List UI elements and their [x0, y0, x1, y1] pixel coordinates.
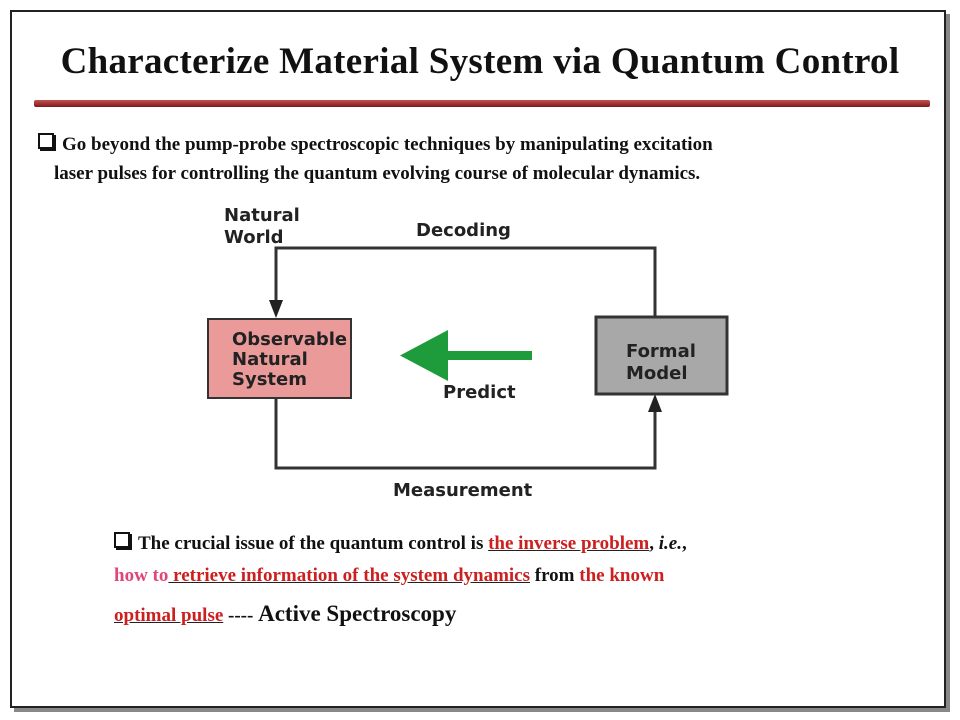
bullet2-comma2: ,: [681, 533, 687, 554]
predict-arrow-icon: [400, 330, 448, 381]
predict-arrow-shaft: [438, 351, 532, 360]
bullet-intro-line2: laser pulses for controlling the quantum…: [54, 163, 701, 184]
bullet-inverse-problem: The crucial issue of the quantum control…: [114, 528, 894, 632]
title-underline-bar: [34, 100, 930, 107]
optimal-pulse-highlight: optimal pulse: [114, 605, 224, 626]
bullet2-ie: i.e.: [658, 533, 682, 554]
predict-label: Predict: [443, 382, 516, 403]
observable-line2: Natural: [232, 349, 308, 370]
observable-line3: System: [232, 369, 307, 390]
bullet2-dashes: ----: [223, 605, 259, 626]
formal-model-box: [594, 315, 729, 396]
bullet2-text: The crucial issue of the quantum control…: [138, 533, 489, 554]
bullet2-from: from: [530, 565, 580, 586]
slide-title: Characterize Material System via Quantum…: [60, 41, 900, 82]
measurement-arrowhead-icon: [648, 394, 662, 412]
checkbox-bullet-icon: [114, 532, 130, 548]
measurement-label: Measurement: [393, 480, 533, 501]
inverse-problem-highlight: the inverse problem: [488, 533, 650, 554]
bullet2-comma: ,: [649, 533, 659, 554]
known-highlight: the known: [579, 565, 665, 586]
formal-line1: Formal: [626, 341, 696, 362]
retrieve-highlight: retrieve information of the system dynam…: [168, 565, 531, 586]
checkbox-bullet-icon: [38, 133, 54, 149]
natural-world-line2: World: [224, 227, 284, 248]
observable-system-box: [207, 318, 352, 399]
bullet-intro-line1: Go beyond the pump-probe spectroscopic t…: [62, 134, 713, 155]
decoding-arrowhead-icon: [269, 300, 283, 318]
measurement-connector: [274, 398, 657, 470]
decoding-label: Decoding: [416, 220, 511, 241]
formal-line2: Model: [626, 363, 688, 384]
natural-world-line1: Natural: [224, 205, 300, 226]
active-spectroscopy-label: Active Spectroscopy: [258, 601, 457, 626]
decoding-connector: [274, 246, 657, 316]
how-to-highlight: how to: [114, 565, 169, 586]
bullet-intro: Go beyond the pump-probe spectroscopic t…: [38, 130, 918, 188]
observable-line1: Observable: [232, 329, 347, 350]
